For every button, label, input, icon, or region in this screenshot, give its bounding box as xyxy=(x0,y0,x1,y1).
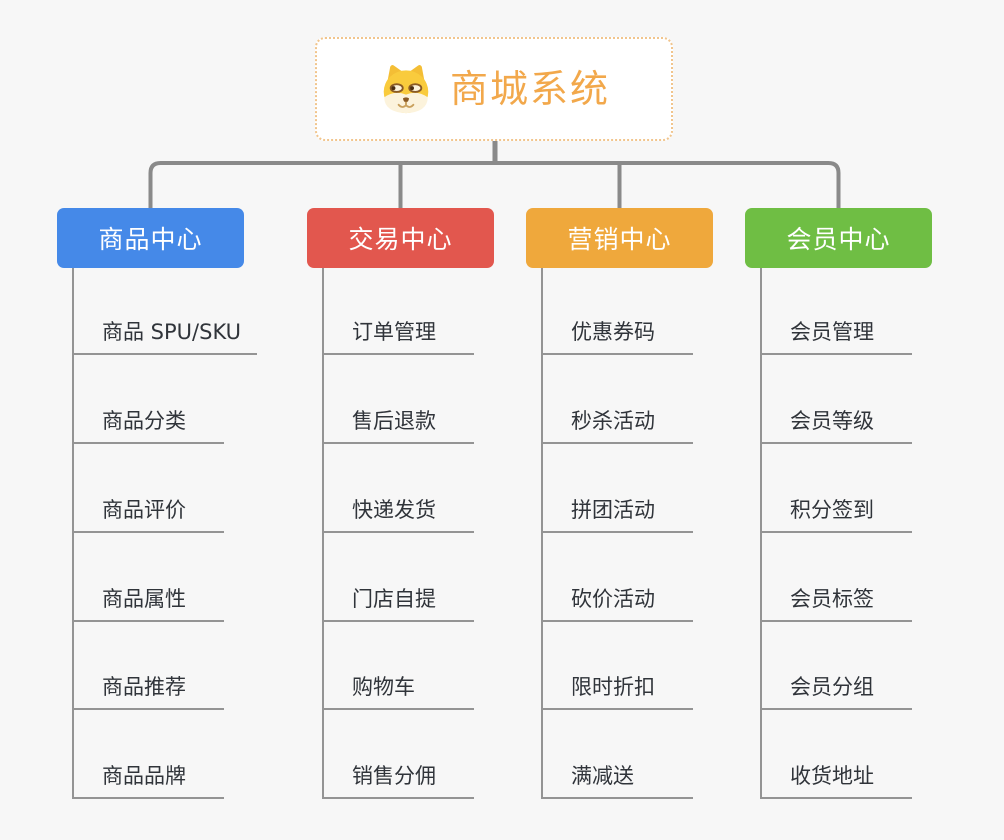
leaf-item[interactable]: 收货地址 xyxy=(760,757,912,799)
branch-box-product-center[interactable]: 商品中心 xyxy=(57,208,244,268)
branch-items-marketing-center: 优惠券码 秒杀活动 拼团活动 砍价活动 限时折扣 满减送 xyxy=(541,268,793,799)
leaf-item[interactable]: 快递发货 xyxy=(322,491,474,533)
leaf-item[interactable]: 会员分组 xyxy=(760,668,912,710)
branch-items-trade-center: 订单管理 售后退款 快递发货 门店自提 购物车 销售分佣 xyxy=(322,268,574,799)
leaf-item[interactable]: 销售分佣 xyxy=(322,757,474,799)
leaf-item[interactable]: 优惠券码 xyxy=(541,313,693,355)
root-node[interactable]: 商城系统 xyxy=(315,37,673,141)
leaf-item[interactable]: 会员等级 xyxy=(760,402,912,444)
leaf-item[interactable]: 商品推荐 xyxy=(72,668,224,710)
branch-box-marketing-center[interactable]: 营销中心 xyxy=(526,208,713,268)
leaf-item[interactable]: 商品品牌 xyxy=(72,757,224,799)
leaf-item[interactable]: 拼团活动 xyxy=(541,491,693,533)
leaf-item[interactable]: 会员管理 xyxy=(760,313,912,355)
leaf-item[interactable]: 门店自提 xyxy=(322,580,474,622)
branch-box-trade-center[interactable]: 交易中心 xyxy=(307,208,494,268)
leaf-item[interactable]: 商品分类 xyxy=(72,402,224,444)
branch-items-member-center: 会员管理 会员等级 积分签到 会员标签 会员分组 收货地址 xyxy=(760,268,1004,799)
leaf-item[interactable]: 限时折扣 xyxy=(541,668,693,710)
branch-items-product-center: 商品 SPU/SKU 商品分类 商品评价 商品属性 商品推荐 商品品牌 xyxy=(72,268,324,799)
root-title: 商城系统 xyxy=(449,67,610,111)
leaf-item[interactable]: 秒杀活动 xyxy=(541,402,693,444)
dog-icon xyxy=(383,64,429,114)
leaf-item[interactable]: 积分签到 xyxy=(760,491,912,533)
tree-connector-lines xyxy=(148,140,841,208)
leaf-item[interactable]: 购物车 xyxy=(322,668,474,710)
leaf-item[interactable]: 砍价活动 xyxy=(541,580,693,622)
leaf-item[interactable]: 商品属性 xyxy=(72,580,224,622)
leaf-item[interactable]: 满减送 xyxy=(541,757,693,799)
leaf-item[interactable]: 商品评价 xyxy=(72,491,224,533)
leaf-item[interactable]: 订单管理 xyxy=(322,313,474,355)
branch-box-member-center[interactable]: 会员中心 xyxy=(745,208,932,268)
leaf-item[interactable]: 会员标签 xyxy=(760,580,912,622)
leaf-item[interactable]: 商品 SPU/SKU xyxy=(72,313,258,355)
leaf-item[interactable]: 售后退款 xyxy=(322,402,474,444)
